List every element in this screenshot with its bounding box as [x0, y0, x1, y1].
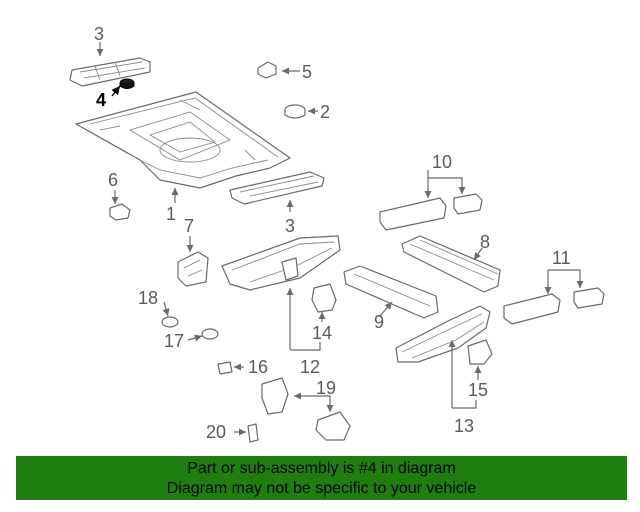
part-18-clip: [161, 316, 179, 328]
part-1-floor-pan: [75, 91, 291, 189]
callout-6: 6: [108, 170, 118, 190]
part-13-rear-side-member: [395, 305, 491, 363]
callout-9: 9: [374, 312, 384, 332]
callout-13: 13: [454, 416, 474, 436]
part-19-brackets: [261, 377, 351, 441]
callout-10: 10: [432, 152, 452, 172]
callout-18: 18: [138, 288, 158, 308]
callout-8: 8: [480, 232, 490, 252]
banner-line-1: Part or sub-assembly is #4 in diagram: [187, 460, 456, 477]
notice-banner: Part or sub-assembly is #4 in diagram Di…: [16, 456, 627, 500]
banner-line-2: Diagram may not be specific to your vehi…: [166, 480, 477, 497]
callout-7: 7: [184, 216, 194, 236]
callout-3b: 3: [285, 216, 295, 236]
part-9-rail: [343, 265, 439, 319]
part-7-bracket: [177, 251, 209, 287]
part-11-brackets: [503, 287, 605, 325]
callout-3a: 3: [94, 24, 104, 44]
part-4-plug: [119, 78, 135, 89]
callout-12: 12: [300, 357, 320, 377]
callout-19: 19: [316, 378, 336, 398]
part-5-bracket: [257, 61, 277, 79]
part-6-bracket: [109, 203, 131, 221]
part-16-nut: [217, 361, 233, 375]
part-14-bracket: [311, 283, 337, 313]
part-17-clip: [201, 328, 219, 340]
callout-11: 11: [552, 248, 571, 268]
part-15-bracket: [467, 339, 493, 365]
part-3-upper-crossmember: [69, 57, 151, 87]
parts-diagram: 3 4 5 2 1 6 3 7 10 8 9 11 18 17 16 14 12…: [69, 24, 605, 443]
callout-2: 2: [320, 102, 330, 122]
callout-1: 1: [166, 204, 176, 224]
part-12-rear-side-member: [221, 235, 341, 291]
part-8-rail: [401, 235, 501, 293]
callout-5: 5: [302, 62, 312, 82]
callout-20: 20: [206, 422, 226, 442]
part-3-lower-crossmember: [229, 171, 325, 205]
callout-4: 4: [96, 90, 106, 110]
callout-17: 17: [164, 331, 184, 351]
leader-lines: [96, 42, 584, 436]
callout-labels: 3 4 5 2 1 6 3 7 10 8 9 11 18 17 16 14 12…: [94, 24, 571, 442]
callout-16: 16: [248, 357, 268, 377]
part-20-bolt: [247, 423, 259, 443]
callout-15: 15: [468, 380, 488, 400]
part-2-plug: [284, 104, 306, 119]
callout-14: 14: [312, 323, 332, 343]
part-10-brackets: [379, 193, 483, 231]
